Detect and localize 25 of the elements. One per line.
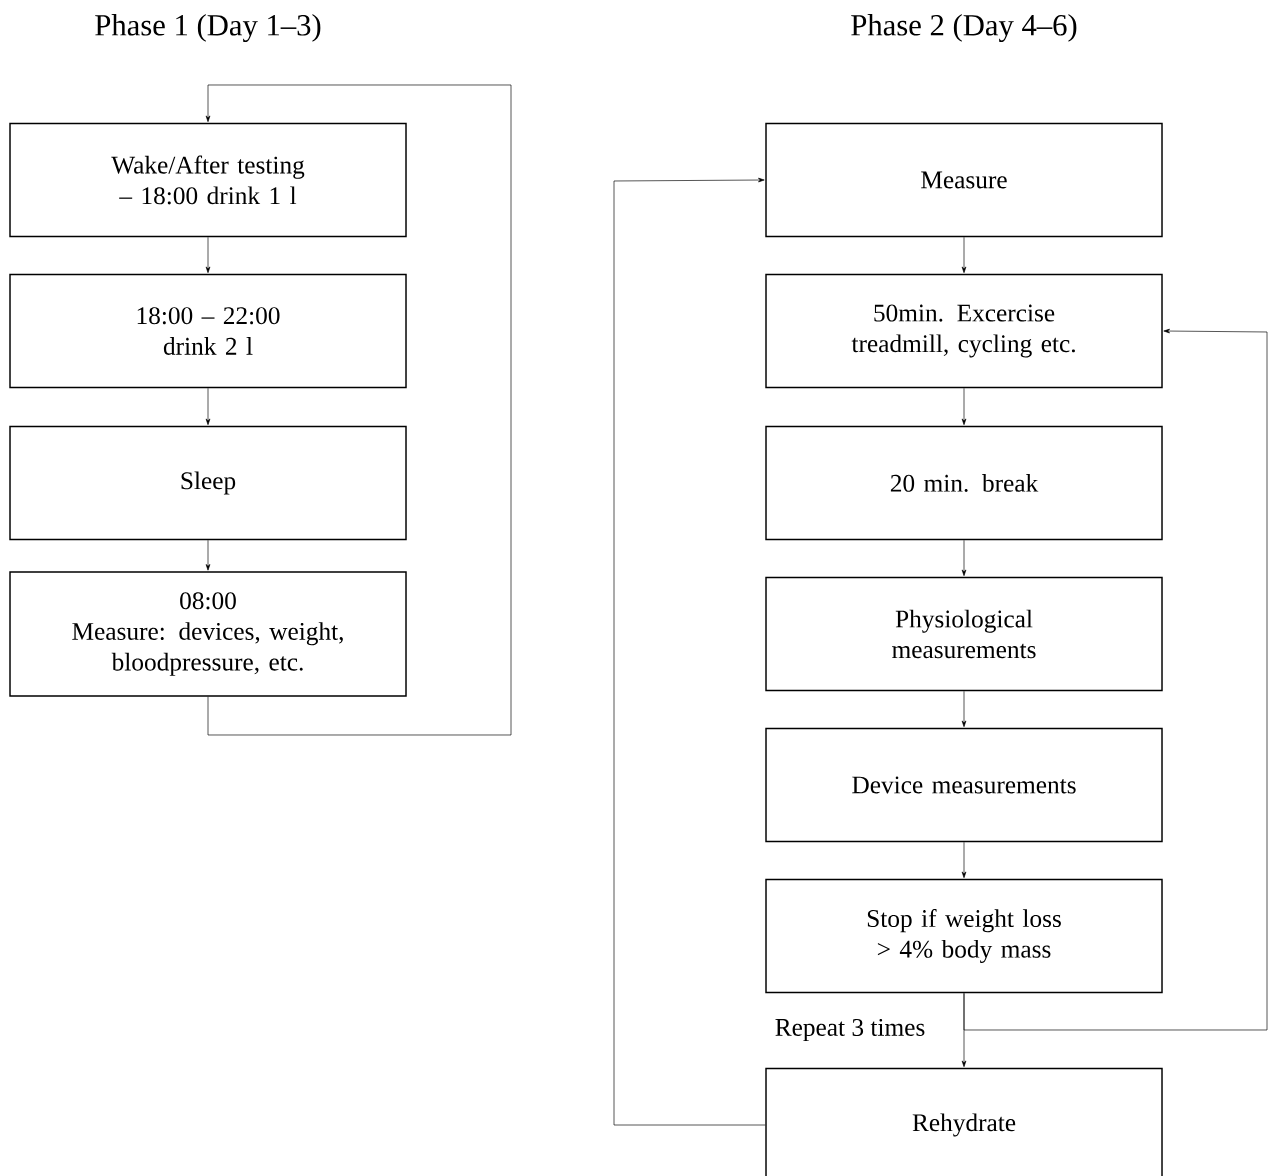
process-box: Physiological measurements [765, 576, 1163, 692]
arrow [961, 387, 967, 425]
arrow [963, 328, 1268, 1031]
process-box: Device measurements [765, 727, 1163, 843]
process-box: Rehydrate [765, 1067, 1163, 1176]
arrow [613, 177, 766, 1126]
arrow [205, 539, 211, 571]
process-box: Stop if weight loss > 4% body mass [765, 878, 1163, 994]
process-box: 08:00 Measure: devices, weight, bloodpressure, etc. [9, 571, 407, 697]
edge-label: Repeat 3 times [772, 1016, 928, 1044]
process-box: 20 min. break [765, 425, 1163, 541]
arrow [205, 387, 211, 425]
process-box: Sleep [9, 425, 407, 541]
arrow [961, 690, 967, 727]
arrow [961, 236, 967, 273]
arrow [205, 84, 512, 736]
arrow [961, 841, 967, 878]
process-box: 50min. Excercise treadmill, cycling etc. [765, 273, 1163, 389]
process-box: 18:00 – 22:00 drink 2 l [9, 273, 407, 389]
process-box: Wake/After testing – 18:00 drink 1 l [9, 122, 407, 238]
phase-heading: Phase 2 (Day 4–6) [851, 14, 1077, 42]
phase-heading: Phase 1 (Day 1–3) [95, 14, 321, 42]
process-box: Measure [765, 122, 1163, 238]
arrow [205, 236, 211, 273]
arrow [961, 539, 967, 576]
